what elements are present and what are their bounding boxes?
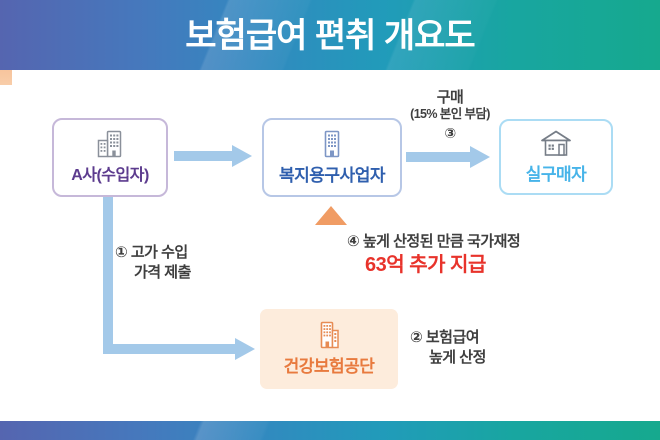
node-vendor: 복지용구사업자 <box>262 118 402 197</box>
house-icon <box>541 130 571 156</box>
note-step2: ② 보험급여 높게 산정 <box>410 328 486 368</box>
note-step1: ① 고가 수입 가격 제출 <box>115 243 191 283</box>
footer-gradient-bar <box>0 421 660 440</box>
step3-line1: 구매 <box>436 89 464 106</box>
step3-line2: (15% 본인 부담) <box>410 107 490 121</box>
node-nhis: 건강보험공단 <box>260 309 398 389</box>
vendor-label: 복지용구사업자 <box>279 165 385 185</box>
node-importer: A사(수입자) <box>52 118 168 197</box>
arrow-importer-to-vendor-head <box>232 145 252 167</box>
step2-line1: ② 보험급여 <box>410 329 480 346</box>
step1-line1: ① 고가 수입 <box>115 244 188 261</box>
title-banner: 보험급여 편취 개요도 <box>0 0 660 70</box>
buildings-icon <box>97 130 122 158</box>
nhis-label: 건강보험공단 <box>283 357 375 376</box>
arrow-importer-to-nhis-head <box>235 338 255 360</box>
arrow-importer-to-nhis-vertical <box>103 196 113 354</box>
note-step4: ④ 높게 산정된 만큼 국가재정 63억 추가 지급 <box>347 232 521 276</box>
node-buyer: 실구매자 <box>499 119 613 195</box>
step2-line2: 높게 산정 <box>429 349 486 366</box>
arrow-vendor-to-buyer-head <box>470 146 490 168</box>
buyer-label: 실구매자 <box>525 164 587 184</box>
note-step3: 구매 (15% 본인 부담) ③ <box>398 89 502 144</box>
arrow-importer-to-vendor <box>174 151 232 161</box>
arrow-nhis-to-vendor-head <box>315 206 347 225</box>
step3-number: ③ <box>444 125 456 141</box>
importer-label: A사(수입자) <box>71 167 149 184</box>
step4-highlight: 63억 추가 지급 <box>365 254 486 276</box>
page-title: 보험급여 편취 개요도 <box>185 17 475 55</box>
step4-line1: ④ 높게 산정된 만큼 국가재정 <box>347 233 521 250</box>
arrow-vendor-to-buyer <box>406 152 470 162</box>
step1-line2: 가격 제출 <box>134 264 191 281</box>
office-building-icon <box>324 130 340 157</box>
arrow-importer-to-nhis-horizontal <box>103 344 235 354</box>
office-building-icon <box>320 321 339 349</box>
